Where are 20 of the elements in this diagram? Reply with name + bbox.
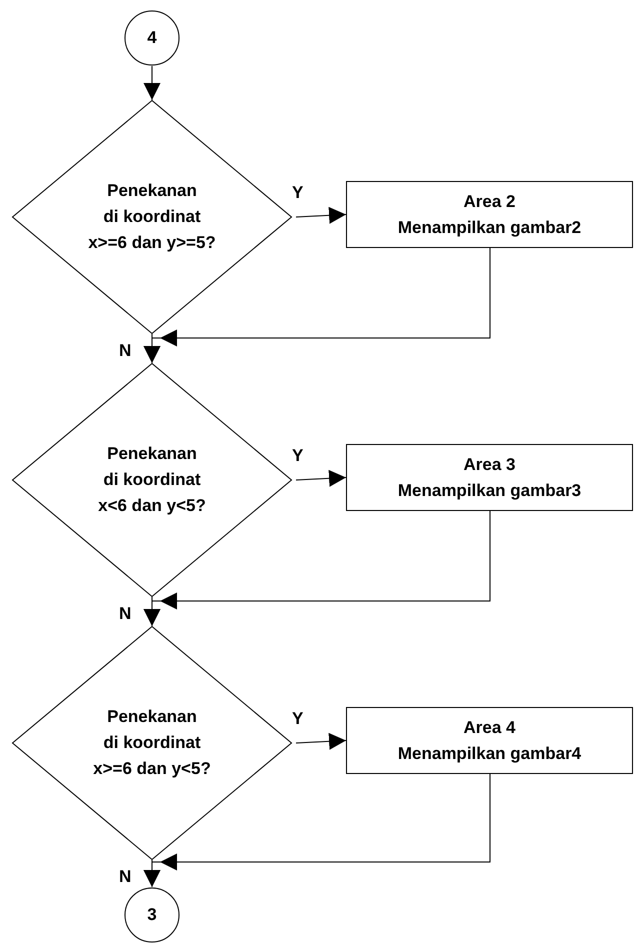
arrow <box>296 732 346 750</box>
arrow <box>296 206 346 224</box>
process-box <box>346 181 633 248</box>
connector-circle <box>124 10 180 66</box>
decision-diamond <box>12 363 292 597</box>
decision-diamond <box>12 626 292 860</box>
decision-text: Penekanan di koordinat x>=6 dan y<5? <box>93 706 211 780</box>
connector-number: 3 <box>147 904 157 926</box>
decision-text: Penekanan di koordinat x>=6 dan y>=5? <box>88 180 216 254</box>
arrow <box>144 66 160 100</box>
arrow <box>296 470 346 487</box>
decision-diamond <box>12 100 292 334</box>
process-box <box>346 707 633 774</box>
process-text: Area 4 Menampilkan gambar4 <box>398 716 582 765</box>
process-text: Area 3 Menampilkan gambar3 <box>398 454 582 502</box>
decision-text: Penekanan di koordinat x<6 dan y<5? <box>98 443 206 517</box>
connector-number: 4 <box>147 27 157 49</box>
process-text: Area 2 Menampilkan gambar2 <box>398 190 582 239</box>
connector-circle <box>124 887 180 943</box>
process-box <box>346 444 633 511</box>
